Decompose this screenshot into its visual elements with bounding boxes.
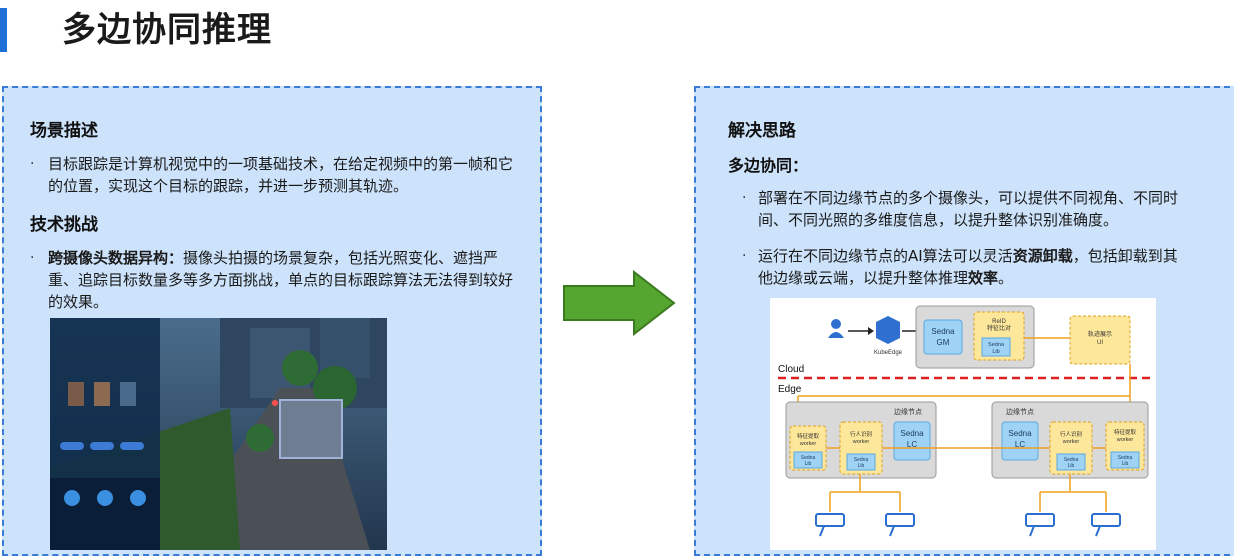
- solution-panel: 解决思路 多边协同： · 部署在不同边缘节点的多个摄像头，可以提供不同视角、不同…: [694, 86, 1234, 556]
- bullet-dot: ·: [742, 190, 747, 206]
- reid-label-2: 特征比对: [987, 324, 1011, 332]
- collab-heading: 多边协同：: [728, 156, 809, 175]
- sedna-lib-label-1: Sedna: [1118, 455, 1133, 461]
- sedna-lc-label-1: Sedna: [900, 429, 924, 438]
- sedna-lib-label-1: Sedna: [801, 455, 816, 461]
- solution-bullet-2: 运行在不同边缘节点的AI算法可以灵活资源卸载，包括卸载到其他边缘或云端，以提升整…: [758, 245, 1188, 289]
- camera-icon: [1025, 513, 1055, 537]
- sedna-lib-box: [1110, 451, 1140, 469]
- solution-bullet-1: 部署在不同边缘节点的多个摄像头，可以提供不同视角、不同时间、不同光照的多维度信息…: [758, 189, 1179, 229]
- challenge-heading: 技术挑战: [30, 215, 98, 235]
- camera-icon: [1091, 513, 1121, 537]
- solution-heading: 解决思路: [728, 121, 796, 141]
- sedna-gm-label-1: Sedna: [931, 327, 955, 336]
- reid-label-1: ReID: [992, 319, 1006, 325]
- edge-label: Edge: [778, 384, 802, 395]
- scene-text: 目标跟踪是计算机视觉中的一项基础技术，在给定视频中的第一帧和它的位置，实现这个目…: [48, 155, 514, 195]
- right-arrow-icon: [563, 270, 676, 336]
- sedna-lib-box: [1056, 453, 1086, 471]
- camera-icon: [815, 513, 845, 537]
- sedna-lc-label-2: LC: [1015, 440, 1025, 449]
- edge-node-1-label: 边缘节点: [894, 407, 922, 416]
- title-accent-bar: [0, 8, 7, 52]
- sedna-lib-label-1: Sedna: [1064, 457, 1079, 463]
- bullet-dot: ·: [30, 156, 35, 172]
- feature-worker-1-label-1: 特征提取: [797, 432, 820, 440]
- sedna-lib-label-2: Lib: [858, 463, 865, 469]
- bullet2-a: 运行在不同边缘节点的AI算法可以灵活: [758, 247, 1013, 265]
- feature-worker-1-label-2: worker: [799, 441, 817, 447]
- architecture-svg: KubeEdge Sedna GM ReID 特征比对 Sedna Lib 轨迹…: [778, 305, 1150, 537]
- bullet-dot: ·: [30, 250, 35, 266]
- feature-worker-2-label-2: worker: [1116, 437, 1134, 443]
- sedna-gm-label-2: GM: [937, 338, 950, 347]
- sedna-lib-label-2: Lib: [1122, 461, 1129, 467]
- sedna-lib-box: [846, 453, 876, 471]
- sedna-lib-label-1: Sedna: [854, 457, 869, 463]
- sedna-lib-label-2: Lib: [1068, 463, 1075, 469]
- sedna-lib-box: [981, 337, 1011, 357]
- cloud-label: Cloud: [778, 364, 804, 375]
- sedna-lib-label-2: Lib: [992, 349, 999, 355]
- pedestrian-worker-2-label-2: worker: [1062, 439, 1080, 445]
- track-ui-label-1: 轨迹展示: [1088, 330, 1112, 338]
- user-icon: [828, 319, 844, 338]
- sedna-lib-box: [793, 451, 823, 469]
- sedna-lc-box-2: [1001, 421, 1039, 461]
- pedestrian-worker-2-label-1: 行人识别: [1060, 430, 1082, 438]
- sedna-lib-label-1: Sedna: [988, 342, 1005, 348]
- pedestrian-worker-1-label-2: worker: [852, 439, 870, 445]
- camera-icon: [885, 513, 915, 537]
- scene-panel: 场景描述 · 目标跟踪是计算机视觉中的一项基础技术，在给定视频中的第一帧和它的位…: [2, 86, 542, 556]
- bullet2-e: 。: [998, 269, 1014, 287]
- tracking-demo-screenshot: [50, 318, 387, 550]
- track-ui-box: [1069, 315, 1131, 365]
- feature-worker-2-label-1: 特征提取: [1114, 428, 1137, 436]
- arrowhead: [868, 327, 874, 335]
- sedna-lc-label-2: LC: [907, 440, 917, 449]
- scene-heading: 场景描述: [30, 121, 98, 141]
- challenge-text: 跨摄像头数据异构：摄像头拍摄的场景复杂，包括光照变化、遮挡严重、追踪目标数量多等…: [48, 247, 518, 313]
- bullet2-d: 效率: [968, 269, 999, 287]
- sedna-lc-box-1: [893, 421, 931, 461]
- track-ui-label-2: UI: [1097, 340, 1103, 346]
- page-title: 多边协同推理: [62, 10, 272, 50]
- sedna-lib-label-2: Lib: [805, 461, 812, 467]
- challenge-body: 摄像头拍摄的场景复杂，包括光照变化、遮挡严重、追踪目标数量多等多方面挑战，单点的…: [48, 249, 514, 311]
- bullet-dot: ·: [742, 248, 747, 264]
- architecture-diagram: KubeEdge Sedna GM ReID 特征比对 Sedna Lib 轨迹…: [770, 298, 1156, 550]
- edge-node-2-label: 边缘节点: [1006, 407, 1034, 416]
- kubeedge-icon: [876, 316, 900, 344]
- sedna-lc-label-1: Sedna: [1008, 429, 1032, 438]
- sedna-gm-box: [923, 319, 963, 355]
- tracking-demo-image: [50, 318, 387, 550]
- kubeedge-label: KubeEdge: [874, 350, 903, 356]
- bullet2-c: ，包括卸载到其他边缘或云端，以提升整体推理: [758, 247, 1178, 287]
- challenge-bold: 跨摄像头数据异构：: [48, 249, 184, 267]
- pedestrian-worker-1-label-1: 行人识别: [850, 430, 872, 438]
- bullet2-b: 资源卸载: [1012, 247, 1073, 265]
